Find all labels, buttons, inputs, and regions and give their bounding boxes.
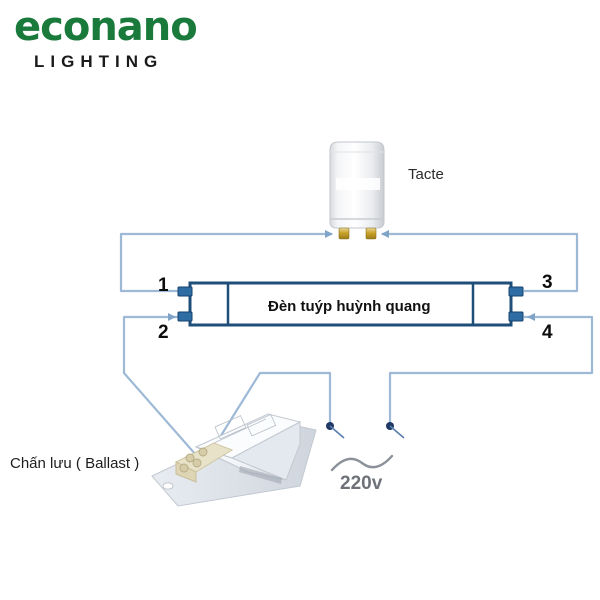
arrow-into-t4 — [527, 313, 535, 321]
wire-starter-right — [381, 232, 579, 293]
tube-pins-right — [508, 286, 524, 322]
starter-component — [329, 141, 385, 240]
wire-arrowheads — [168, 230, 535, 321]
fluorescent-tube — [177, 281, 524, 327]
tube-pin-1 — [177, 286, 193, 297]
starter-gloss — [336, 178, 380, 190]
terminal-screw-2 — [198, 447, 208, 457]
wire-t2-to-ballast — [122, 315, 198, 457]
ballast-front-band — [239, 466, 282, 484]
wire-t4-to-mains-b — [388, 315, 594, 427]
tube-pin-3 — [508, 286, 524, 297]
label-ballast: Chấn lưu ( Ballast ) — [10, 455, 140, 472]
terminal-number-1: 1 — [158, 275, 169, 296]
label-voltage: 220v — [340, 473, 383, 494]
mains-terminals — [326, 422, 405, 439]
terminal-number-3: 3 — [542, 272, 553, 293]
arrow-into-t2 — [168, 313, 176, 321]
tube-pins-left — [177, 286, 193, 322]
wire-starter-left — [119, 232, 333, 293]
label-starter: Tacte — [408, 166, 444, 183]
starter-pin-left — [338, 227, 350, 240]
ballast-label-print — [211, 413, 277, 445]
wire-group — [119, 232, 594, 457]
terminal-number-4: 4 — [542, 322, 553, 343]
terminal-screw-1 — [185, 453, 195, 463]
wire-ballast-to-mains-a — [210, 371, 332, 452]
mains-lead-live — [329, 425, 345, 439]
label-tube: Đèn tuýp huỳnh quang — [268, 298, 431, 315]
tube-body — [188, 281, 513, 327]
starter-pin-right — [365, 227, 377, 240]
brand-name: econano — [14, 4, 198, 50]
terminal-screw-3 — [179, 463, 189, 473]
starter-pins — [338, 227, 377, 240]
ballast-body-side — [230, 421, 301, 481]
ballast-terminal-block — [174, 442, 234, 483]
ballast-component — [151, 413, 317, 507]
brand-logo: econano LIGHTING — [14, 6, 204, 78]
tube-pin-2 — [177, 311, 193, 322]
plate-hole-left — [162, 482, 174, 490]
brand-tagline: LIGHTING — [34, 52, 164, 71]
mains-lead-neutral — [389, 425, 405, 439]
terminal-screw-4 — [192, 458, 202, 468]
arrow-starter-left-pin — [325, 230, 333, 238]
tube-pin-4 — [508, 311, 524, 322]
terminal-number-2: 2 — [158, 322, 169, 343]
ac-waveform-icon — [330, 454, 394, 472]
arrow-starter-right-pin — [381, 230, 389, 238]
